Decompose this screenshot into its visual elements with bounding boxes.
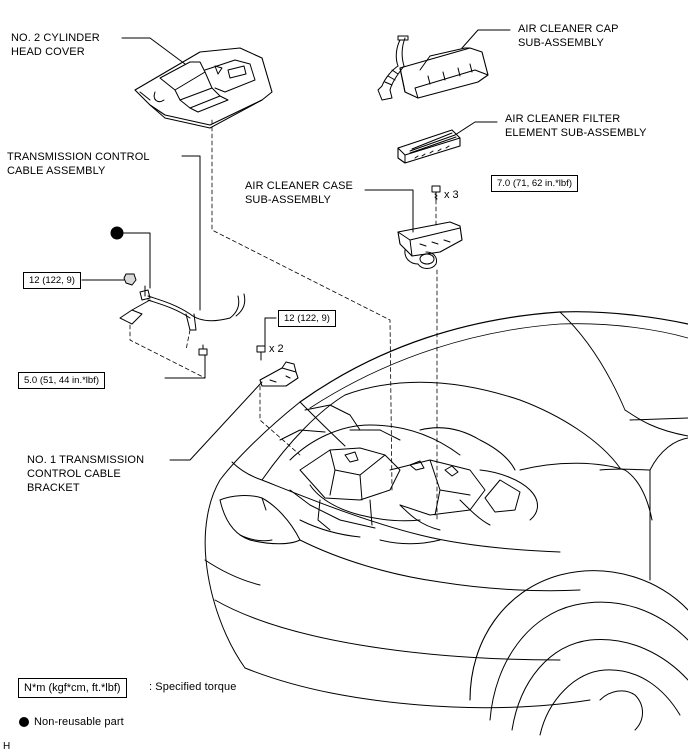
label-transmission-cable: TRANSMISSION CONTROL CABLE ASSEMBLY xyxy=(7,151,150,177)
legend-torque-units: N*m (kgf*cm, ft.*lbf) xyxy=(18,678,127,698)
transmission-cable-part xyxy=(119,273,246,356)
air-cleaner-cap-part xyxy=(377,35,489,101)
air-cleaner-case-part xyxy=(397,185,463,269)
corner-mark: H xyxy=(3,741,11,752)
label-air-cleaner-cap: AIR CLEANER CAP SUB-ASSEMBLY xyxy=(518,23,619,49)
air-cleaner-filter-part xyxy=(397,129,461,164)
cylinder-head-cover-part xyxy=(134,47,273,129)
label-air-cleaner-case: AIR CLEANER CASE SUB-ASSEMBLY xyxy=(245,180,353,206)
leader-lines xyxy=(81,29,511,461)
label-cylinder-head-cover: NO. 2 CYLINDER HEAD COVER xyxy=(11,32,100,58)
torque-case-bolts: 7.0 (71, 62 in.*lbf) xyxy=(491,175,578,192)
torque-cable-nut: 12 (122, 9) xyxy=(23,272,81,289)
legend-nonreusable-desc: Non-reusable part xyxy=(34,716,124,728)
dashed-assembly-lines xyxy=(129,119,438,521)
qty-case-bolts: x 3 xyxy=(444,189,459,201)
qty-bracket-bolts: x 2 xyxy=(269,343,284,355)
transmission-bracket-part xyxy=(256,345,299,387)
legend-torque-desc: : Specified torque xyxy=(149,681,237,693)
label-transmission-bracket: NO. 1 TRANSMISSION CONTROL CABLE BRACKET xyxy=(27,454,145,494)
torque-bracket-bolts: 12 (122, 9) xyxy=(278,310,336,327)
label-air-cleaner-filter: AIR CLEANER FILTER ELEMENT SUB-ASSEMBLY xyxy=(505,113,647,139)
vehicle-illustration xyxy=(204,311,688,736)
torque-cable-bolt: 5.0 (51, 44 in.*lbf) xyxy=(18,372,105,389)
